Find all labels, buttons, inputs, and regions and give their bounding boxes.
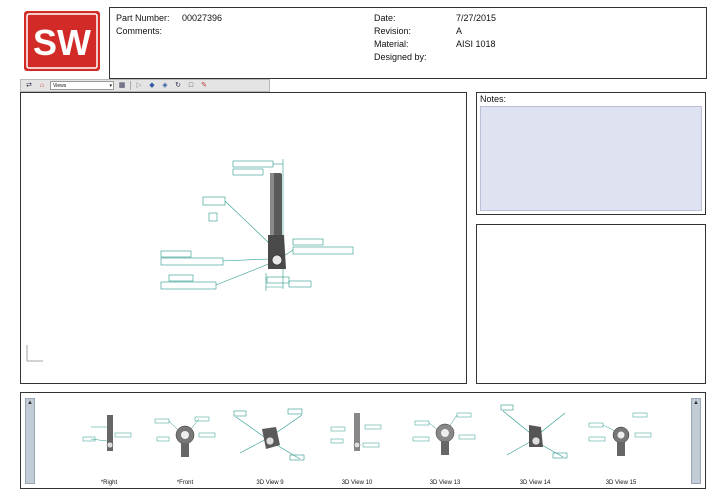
thumbnail-drawing xyxy=(500,404,568,459)
notes-panel: Notes: xyxy=(476,92,706,215)
scroll-right-button[interactable]: ▲ xyxy=(691,398,701,484)
section-box-icon[interactable]: □ xyxy=(188,82,194,89)
measure-icon[interactable]: ✎ xyxy=(201,82,207,89)
revision-label: Revision: xyxy=(374,26,412,36)
thumbnail-3d-view-9[interactable]: 3D View 9 xyxy=(230,397,310,486)
material-label: Material: xyxy=(374,39,409,49)
rotate-icon[interactable]: ↻ xyxy=(175,82,181,89)
thumbnail-3d-view-15[interactable]: 3D View 15 xyxy=(581,397,661,486)
cube-icon[interactable]: ◆ xyxy=(149,82,155,89)
title-block: Part Number: Comments: 00027396 Date: Re… xyxy=(109,7,707,79)
thumbnail-drawing xyxy=(412,412,476,455)
thumbnail-drawing xyxy=(330,413,382,451)
thumbnail-3d-view-13[interactable]: 3D View 13 xyxy=(405,397,485,486)
views-combo[interactable]: Views xyxy=(50,81,114,90)
material-value: AISI 1018 xyxy=(456,39,496,49)
thumbnail-drawing xyxy=(588,412,652,456)
revision-value: A xyxy=(456,26,463,36)
solidworks-logo: SW xyxy=(22,9,102,73)
scroll-up-arrow-icon: ▲ xyxy=(693,400,699,406)
thumbnail-label: 3D View 14 xyxy=(519,480,551,486)
notes-label: Notes: xyxy=(480,94,507,104)
toolbar-separator xyxy=(130,81,131,90)
thumbnail-right[interactable]: *Right xyxy=(69,397,149,486)
home-icon[interactable]: ⌂ xyxy=(39,82,45,89)
thumbnail-label: 3D View 13 xyxy=(429,480,461,486)
part-number-value: 00027396 xyxy=(182,13,223,23)
scroll-up-arrow-icon: ▲ xyxy=(27,400,33,406)
view-thumbnail-strip: ▲ *Right *Front 3D View 9 xyxy=(20,392,706,489)
thumbnail-label: *Front xyxy=(176,480,194,486)
properties-panel xyxy=(476,224,706,384)
navigate-arrows-icon[interactable]: ⇄ xyxy=(26,82,32,89)
comments-label: Comments: xyxy=(116,26,163,36)
thumbnail-drawing xyxy=(233,408,305,461)
solidworks-logo-icon: SW xyxy=(24,11,100,71)
thumbnail-label: 3D View 9 xyxy=(256,480,284,486)
thumbnail-front[interactable]: *Front xyxy=(145,397,225,486)
display-style-icon[interactable]: ◈ xyxy=(162,82,168,89)
thumbnail-drawing xyxy=(154,416,216,457)
thumbnail-label: 3D View 15 xyxy=(605,480,637,486)
thumbnail-3d-view-14[interactable]: 3D View 14 xyxy=(495,397,575,486)
date-label: Date: xyxy=(374,13,396,23)
play-icon[interactable]: ▷ xyxy=(136,82,142,89)
part-number-label: Part Number: xyxy=(116,13,170,23)
thumbnail-3d-view-10[interactable]: 3D View 10 xyxy=(317,397,397,486)
designed-by-label: Designed by: xyxy=(374,52,427,62)
part-body xyxy=(268,173,286,269)
notes-textarea[interactable] xyxy=(480,106,702,211)
main-3d-view[interactable] xyxy=(20,92,467,384)
date-value: 7/27/2015 xyxy=(456,13,497,23)
view-toolbar: ⇄ ⌂ Views ▦ ▷ ◆ ◈ ↻ □ ✎ xyxy=(20,79,270,92)
grid-view-icon[interactable]: ▦ xyxy=(118,82,126,89)
thumbnail-label: 3D View 10 xyxy=(341,480,373,486)
part-drawing xyxy=(26,159,354,362)
scroll-left-button[interactable]: ▲ xyxy=(25,398,35,484)
thumbnail-drawing xyxy=(82,415,132,451)
thumbnail-label: *Right xyxy=(100,480,118,486)
logo-letters: SW xyxy=(33,22,91,63)
